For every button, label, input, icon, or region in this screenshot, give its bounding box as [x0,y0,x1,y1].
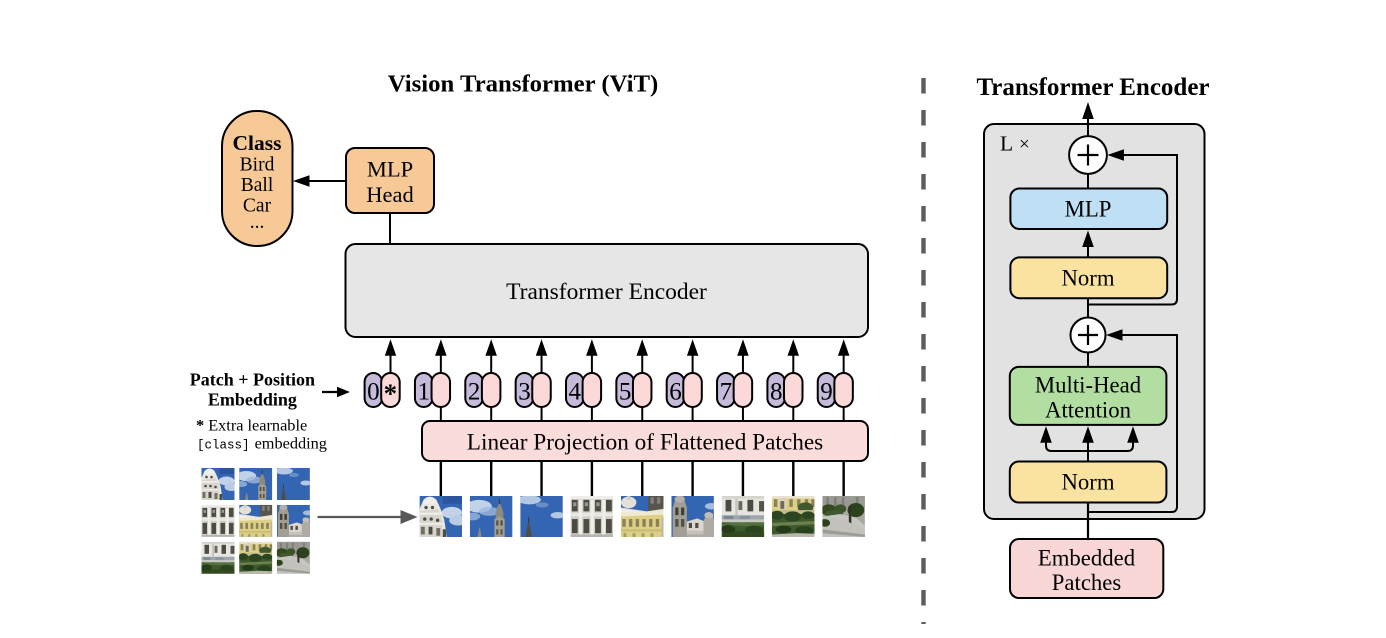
svg-text:8: 8 [770,379,783,406]
svg-text:Norm: Norm [1061,266,1114,291]
svg-text:Car: Car [243,196,272,217]
svg-text:Transformer Encoder: Transformer Encoder [976,74,1209,101]
svg-text:*: * [384,379,398,409]
svg-text:4: 4 [569,379,582,406]
svg-text:×: × [1019,134,1030,155]
svg-text:* Extra learnable: * Extra learnable [196,416,307,435]
svg-text:Multi-Head: Multi-Head [1035,372,1142,397]
svg-text:9: 9 [820,379,833,406]
svg-text:Bird: Bird [240,155,275,176]
svg-text:MLP: MLP [1065,197,1112,222]
svg-text:Linear Projection of Flattened: Linear Projection of Flattened Patches [467,430,823,456]
svg-text:Ball: Ball [241,175,274,196]
svg-text:1: 1 [418,379,431,406]
svg-text:Vision Transformer (ViT): Vision Transformer (ViT) [388,71,658,98]
svg-text:...: ... [250,212,265,233]
svg-text:L: L [1000,132,1013,156]
svg-text:Patches: Patches [1052,570,1122,595]
svg-text:Attention: Attention [1045,397,1132,422]
svg-text:Class: Class [233,131,282,155]
svg-text:Head: Head [366,182,413,207]
svg-text:Embedding: Embedding [208,390,297,410]
svg-text:6: 6 [669,379,682,406]
svg-text:7: 7 [720,379,733,406]
svg-text:Transformer Encoder: Transformer Encoder [506,279,707,305]
svg-text:[class] embedding: [class] embedding [197,434,327,453]
svg-text:MLP: MLP [367,157,413,182]
svg-text:2: 2 [468,379,481,406]
svg-text:Patch + Position: Patch + Position [190,370,315,390]
svg-text:0: 0 [367,379,380,406]
svg-text:Embedded: Embedded [1038,546,1136,571]
svg-text:3: 3 [518,379,531,406]
svg-text:5: 5 [619,379,632,406]
svg-text:Norm: Norm [1061,470,1114,495]
